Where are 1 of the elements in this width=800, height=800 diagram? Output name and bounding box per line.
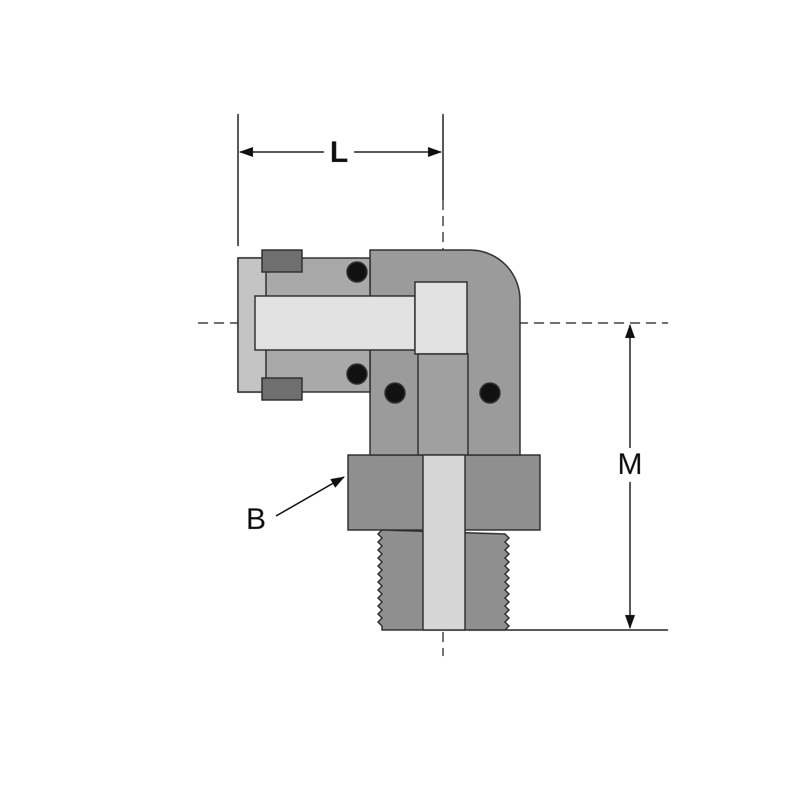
leader-line	[276, 476, 345, 517]
